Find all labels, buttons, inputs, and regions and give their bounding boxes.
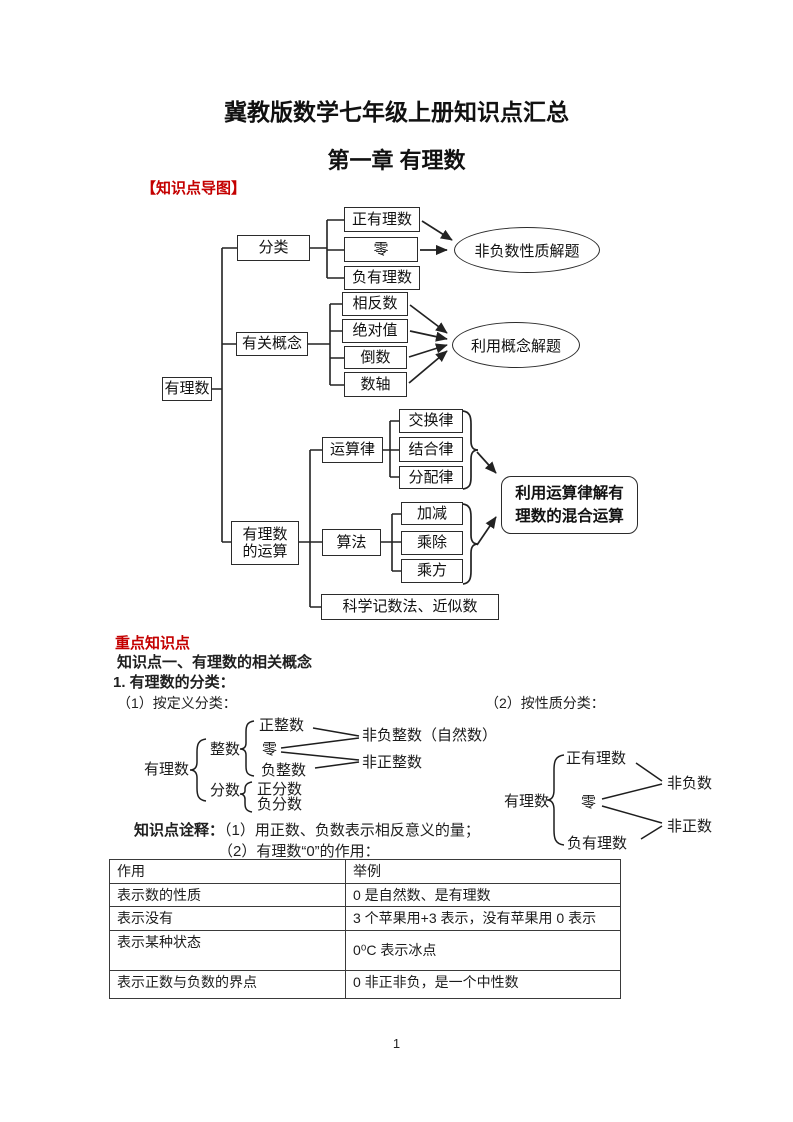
mindmap-laws-node: 运算律 (322, 437, 383, 463)
table-cell: 0⁰C 表示冰点 (345, 929, 621, 971)
mindmap-operations-node: 有理数 的运算 (231, 521, 299, 565)
table-cell: 表示某种状态 (109, 929, 346, 971)
note-line-1: 知识点诠释：（1）用正数、负数表示相反意义的量； (134, 822, 480, 840)
table-header-cell: 作用 (109, 859, 346, 884)
def-class-pos-frac-label: 正分数 (257, 781, 303, 798)
mindmap-opposite-node: 相反数 (342, 292, 408, 316)
prop-class-heading: （2）按性质分类： (485, 695, 605, 711)
table-header-row: 作用 举例 (109, 859, 621, 884)
table-row: 表示没有 3 个苹果用+3 表示，没有苹果用 0 表示 (109, 906, 621, 931)
mindmap-positive-rational-node: 正有理数 (344, 207, 420, 232)
table-cell: 表示正数与负数的界点 (109, 969, 346, 999)
def-class-fraction-label: 分数 (210, 782, 241, 799)
def-class-heading: （1）按定义分类： (117, 695, 237, 711)
table-cell: 3 个苹果用+3 表示，没有苹果用 0 表示 (345, 906, 621, 931)
def-class-neg-frac-label: 负分数 (257, 796, 303, 813)
note-label: 知识点诠释： (134, 822, 225, 839)
table-row: 表示某种状态 0⁰C 表示冰点 (109, 929, 621, 971)
map-section-label: 【知识点导图】 (141, 180, 247, 197)
zero-usage-table: 作用 举例 表示数的性质 0 是自然数、是有理数 表示没有 3 个苹果用+3 表… (109, 859, 621, 999)
table-row: 表示正数与负数的界点 0 非正非负，是一个中性数 (109, 969, 621, 999)
mindmap-negative-rational-node: 负有理数 (344, 266, 420, 290)
table-row: 表示数的性质 0 是自然数、是有理数 (109, 882, 621, 908)
mindmap-zero-node: 零 (344, 237, 418, 262)
mindmap-commutative-node: 交换律 (399, 409, 463, 433)
prop-class-root-label: 有理数 (504, 793, 550, 810)
prop-class-nonpos-label: 非正数 (667, 818, 713, 835)
mindmap-distributive-node: 分配律 (399, 466, 463, 489)
def-class-root-label: 有理数 (144, 761, 190, 778)
prop-class-zero-label: 零 (581, 794, 597, 811)
def-class-nonpos-label: 非正整数 (362, 754, 423, 771)
topic1-heading: 知识点一、有理数的相关概念 (117, 654, 313, 671)
mindmap-operations-result-box: 利用运算律解有 理数的混合运算 (501, 476, 638, 534)
mindmap-arrows (408, 220, 497, 546)
prop-class-neg-label: 负有理数 (567, 835, 628, 852)
key-points-label: 重点知识点 (115, 635, 191, 652)
mindmap-muldiv-node: 乘除 (401, 531, 463, 555)
prop-class-braces (546, 754, 663, 846)
doc-title: 冀教版数学七年级上册知识点汇总 (224, 99, 569, 125)
note-line-2: （2）有理数“0”的作用： (218, 843, 380, 860)
def-class-integer-label: 整数 (210, 741, 241, 758)
def-class-zero-label: 零 (262, 741, 278, 758)
def-class-pos-int-label: 正整数 (259, 717, 305, 734)
mindmap-addsub-node: 加减 (401, 502, 463, 525)
note-text-1: （1）用正数、负数表示相反意义的量； (224, 822, 480, 839)
mindmap-power-node: 乘方 (401, 559, 463, 583)
table-cell: 0 非正非负，是一个中性数 (345, 969, 621, 999)
mindmap-root-node: 有理数 (162, 377, 212, 401)
def-class-neg-int-label: 负整数 (261, 762, 307, 779)
prop-class-nonneg-label: 非负数 (667, 775, 713, 792)
mindmap-classify-node: 分类 (237, 235, 310, 261)
mindmap-associative-node: 结合律 (399, 437, 463, 462)
table-cell: 表示没有 (109, 906, 346, 931)
mindmap-nonneg-result-ellipse: 非负数性质解题 (454, 227, 600, 273)
mindmap-concept-result-ellipse: 利用概念解题 (452, 322, 580, 368)
mindmap-brackets (462, 410, 479, 585)
table-header-cell: 举例 (345, 859, 621, 884)
prop-class-pos-label: 正有理数 (566, 750, 627, 767)
mindmap-scientific-notation-node: 科学记数法、近似数 (321, 594, 499, 620)
mindmap-reciprocal-node: 倒数 (344, 346, 407, 369)
table-cell: 0 是自然数、是有理数 (345, 882, 621, 908)
mindmap-methods-node: 算法 (322, 529, 381, 556)
item1-heading: 1. 有理数的分类： (113, 674, 235, 691)
page-number: 1 (392, 1036, 401, 1051)
chapter-title: 第一章 有理数 (327, 148, 466, 173)
def-class-nonneg-label: 非负整数（自然数） (362, 727, 498, 744)
mindmap-number-line-node: 数轴 (344, 372, 407, 397)
table-cell: 表示数的性质 (109, 882, 346, 908)
mindmap-concepts-node: 有关概念 (236, 332, 308, 356)
mindmap-absolute-value-node: 绝对值 (342, 319, 408, 343)
